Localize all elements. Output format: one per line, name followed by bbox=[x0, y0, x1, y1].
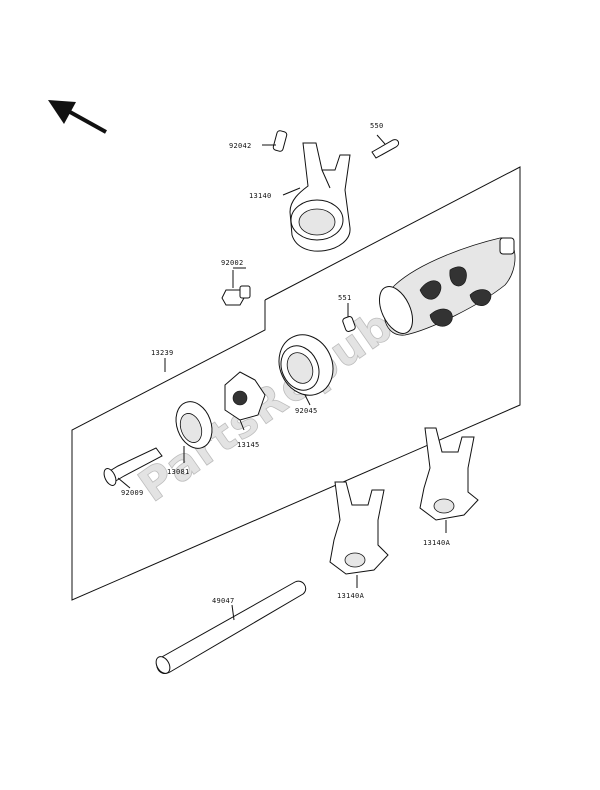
cotter-pin-550 bbox=[371, 134, 400, 159]
label-13239: 13239 bbox=[151, 349, 174, 357]
label-13145: 13145 bbox=[237, 441, 260, 449]
label-92009: 92009 bbox=[121, 489, 144, 497]
bolt-92002 bbox=[221, 270, 251, 306]
shift-fork-13140a-upper bbox=[419, 427, 479, 533]
label-550: 550 bbox=[370, 122, 384, 130]
collar-13081 bbox=[175, 401, 213, 463]
shift-fork-13140a-lower bbox=[329, 481, 389, 588]
shift-drum bbox=[378, 237, 516, 336]
assembly-frame bbox=[71, 166, 521, 601]
pin-551 bbox=[342, 303, 356, 332]
label-92002: 92002 bbox=[221, 259, 244, 267]
label-92042: 92042 bbox=[229, 142, 252, 150]
label-13140a-lower: 13140A bbox=[337, 592, 365, 600]
label-551: 551 bbox=[338, 294, 352, 302]
shift-fork-13140 bbox=[289, 142, 351, 252]
label-92045: 92045 bbox=[295, 407, 318, 415]
label-13081: 13081 bbox=[167, 468, 190, 476]
direction-arrow-icon bbox=[48, 100, 107, 134]
label-49047: 49047 bbox=[212, 597, 235, 605]
bearing-92045 bbox=[278, 334, 334, 406]
label-13140a-upper: 13140A bbox=[423, 539, 451, 547]
label-13140: 13140 bbox=[249, 192, 272, 200]
drum-cam-13145 bbox=[224, 371, 266, 431]
screw-92009 bbox=[103, 447, 163, 489]
shaft-49047 bbox=[155, 580, 307, 674]
pin-92042 bbox=[262, 130, 288, 152]
